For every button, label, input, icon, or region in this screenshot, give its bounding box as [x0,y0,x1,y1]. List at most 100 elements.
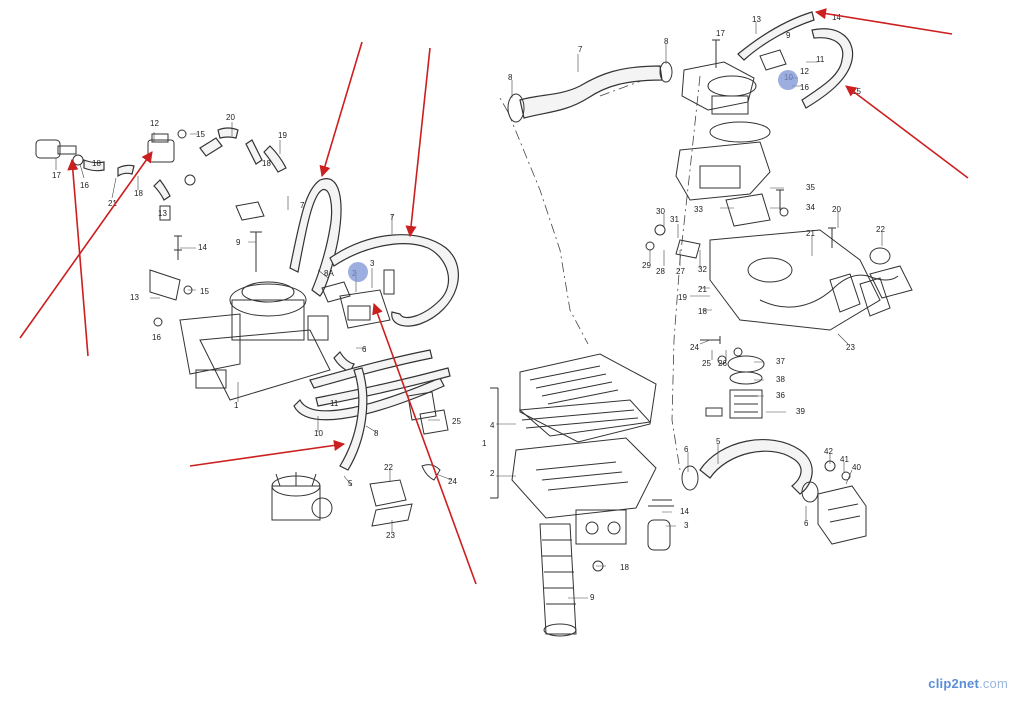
red-arrow [319,41,363,178]
red-arrow [845,85,969,179]
air-filter-box [490,353,657,545]
red-arrow [405,47,431,238]
leader-lines [55,22,883,599]
part-label: 6 [684,445,689,454]
intake-manifold [709,229,913,331]
part-label: 10 [314,429,323,438]
distributor-cap [271,472,333,521]
part-label: 17 [52,171,61,180]
part-label: 21 [108,199,117,208]
part-label: 37 [776,357,785,366]
watermark-domain: .com [979,676,1008,691]
annotation-arrows [19,8,969,585]
part-label: 16 [80,181,89,190]
part-label: 14 [832,13,841,22]
part-label: 7 [578,45,583,54]
dashed-outline [499,75,701,471]
part-label: 13 [158,209,167,218]
part-label: 6 [804,519,809,528]
part-label: 18 [134,189,143,198]
part-label: 3 [370,259,375,268]
highlight-marker [348,262,368,282]
part-label: 15 [200,287,209,296]
red-arrow [814,8,953,35]
part-label: 11 [330,399,339,408]
part-label: 13 [130,293,139,302]
part-label: 24 [448,477,457,486]
part-label: 23 [386,531,395,540]
part-label: 8 [508,73,513,82]
part-label: 21 [806,229,815,238]
clamp-25 [407,391,449,435]
watermark: clip2net.com [928,676,1008,691]
bolt-9-part [235,201,265,272]
part-label: 42 [824,447,833,456]
right-assembly [490,11,913,637]
part-label: 18 [698,307,707,316]
red-arrow [19,151,153,339]
part-label: 22 [876,225,885,234]
part-label: 20 [832,205,841,214]
part-label: 23 [846,343,855,352]
part-label: 32 [698,265,707,274]
part-label: 24 [690,343,699,352]
left-assembly [35,127,459,527]
part-label: 16 [152,333,161,342]
part-label: 35 [806,183,815,192]
injection-unit [179,281,351,401]
left-labels: 17 16 18 21 18 12 15 20 19 18 7 13 9 14 … [52,113,461,540]
part-label: 9 [590,593,595,602]
part-label: 13 [752,15,761,24]
part-label: 7 [390,213,395,222]
carburetor-body [675,121,771,227]
part-label: 25 [452,417,461,426]
part-label: 21 [698,285,707,294]
hose-10 [293,377,445,421]
part-label: 18 [92,159,101,168]
hose-10-b [315,367,451,407]
part-label: 28 [656,267,665,276]
part-label: 14 [198,243,207,252]
fitting-parts [776,189,836,248]
part-label: 6 [362,345,367,354]
part-label: 34 [806,203,815,212]
part-label: 19 [278,131,287,140]
part-label: 1 [482,439,487,448]
part-label: 2 [490,469,495,478]
part-label: 36 [776,391,785,400]
hose-7-a [289,178,342,297]
bracket-23 [369,464,441,527]
part-label: 14 [680,507,689,516]
part-label: 26 [718,359,727,368]
hose-15 [801,28,854,109]
highlight-marker [778,70,798,90]
part-label: 33 [694,205,703,214]
part-label: 16 [800,83,809,92]
red-arrow [189,439,346,467]
part-label: 25 [702,359,711,368]
watermark-brand: clip2net [928,676,980,691]
solenoid-part [147,127,287,221]
part-label: 22 [384,463,393,472]
part-label: 18 [262,159,271,168]
part-label: 41 [840,455,849,464]
red-arrow [67,158,89,357]
part-label: 8 [664,37,669,46]
intake-hose-5 [699,439,813,495]
part-label: 38 [776,375,785,384]
part-label: 20 [226,113,235,122]
part-label: 15 [196,130,205,139]
air-hose-7 [519,65,663,119]
part-label: 17 [716,29,725,38]
part-label: 9 [786,31,791,40]
part-label: 27 [676,267,685,276]
hose-13 [737,11,815,61]
part-label: 9 [236,238,241,247]
part-label: 8 [374,429,379,438]
bracket-40 [817,460,867,545]
part-label: 12 [800,67,809,76]
part-label: 29 [642,261,651,270]
part-label: 8A [324,269,334,278]
gasket-3 [647,499,674,551]
